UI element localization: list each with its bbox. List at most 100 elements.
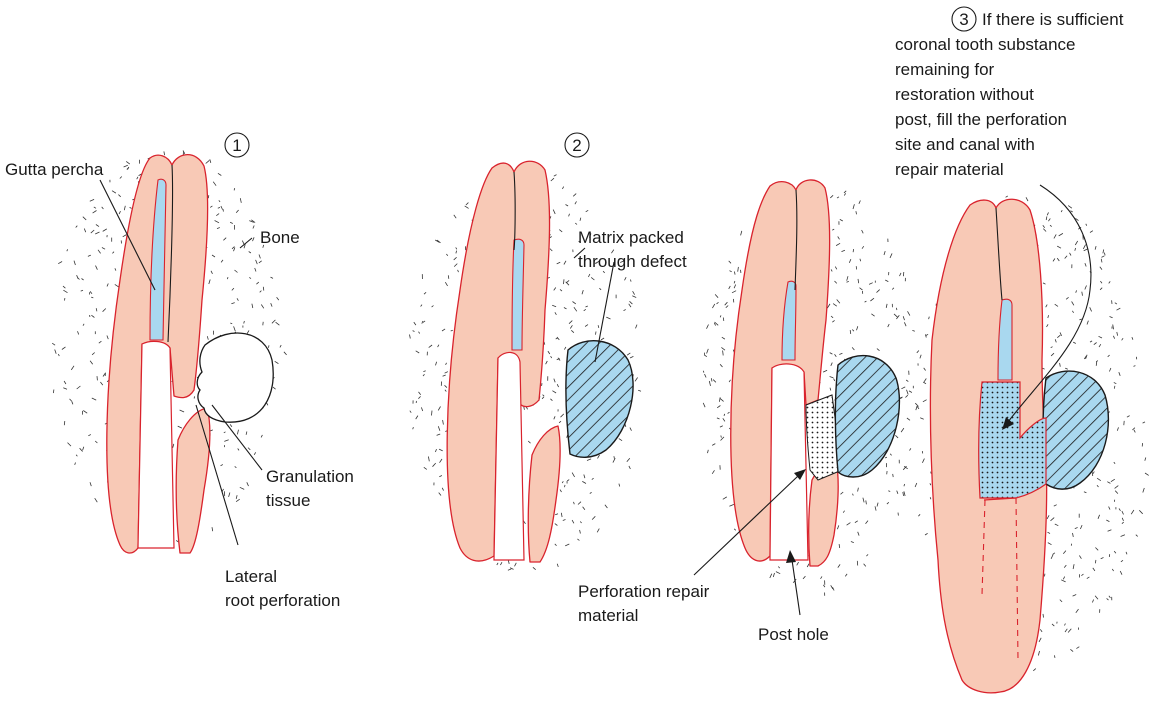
bone-stipple-mark	[729, 504, 734, 506]
bone-stipple-mark	[836, 243, 840, 245]
bone-stipple-mark	[419, 332, 420, 334]
bone-stipple-mark	[1055, 339, 1056, 342]
bone-stipple-mark	[446, 363, 447, 365]
bone-stipple-mark	[925, 334, 926, 337]
bone-stipple-mark	[271, 277, 274, 278]
bone-stipple-mark	[1110, 317, 1113, 318]
bone-stipple-mark	[858, 532, 859, 536]
bone-stipple-mark	[566, 280, 569, 282]
bone-stipple-mark	[180, 410, 185, 412]
bone-stipple-mark	[887, 502, 889, 504]
bone-stipple-mark	[1040, 629, 1042, 632]
bone-stipple-mark	[835, 267, 837, 270]
bone-stipple-mark	[559, 230, 562, 232]
bone-stipple-mark	[445, 372, 448, 374]
bone-stipple-mark	[1073, 564, 1074, 569]
bone-stipple-mark	[598, 325, 599, 328]
bone-stipple-mark	[897, 491, 898, 494]
bone-stipple-mark	[838, 237, 840, 240]
bone-stipple-mark	[866, 554, 868, 556]
bone-stipple-mark	[424, 467, 427, 469]
bone-stipple-mark	[217, 228, 220, 229]
bone-stipple-mark	[837, 197, 839, 198]
bone-stipple-mark	[458, 270, 459, 272]
bone-stipple-mark	[904, 484, 905, 486]
bone-stipple-mark	[276, 322, 280, 325]
bone-stipple-mark	[246, 432, 247, 435]
bone-stipple-mark	[64, 421, 65, 425]
bone-stipple-mark	[84, 229, 85, 233]
bone-stipple-mark	[55, 350, 57, 354]
bone-stipple-mark	[730, 271, 732, 272]
bone-stipple-mark	[1109, 281, 1111, 283]
bone-stipple-mark	[564, 347, 566, 350]
bone-stipple-mark	[260, 291, 262, 293]
bone-stipple-mark	[1086, 224, 1087, 226]
bone-stipple-mark	[62, 347, 66, 350]
bone-stipple-mark	[557, 564, 558, 567]
bone-stipple-mark	[570, 325, 572, 328]
bone-stipple-mark	[436, 362, 437, 366]
bone-stipple-mark	[900, 273, 902, 276]
bone-stipple-mark	[439, 476, 442, 477]
bone-stipple-mark	[569, 214, 570, 217]
bone-stipple-mark	[1047, 212, 1048, 215]
bone-stipple-mark	[438, 345, 439, 347]
bone-stipple-mark	[1006, 196, 1008, 197]
bone-stipple-mark	[115, 268, 116, 270]
bone-stipple-mark	[234, 248, 235, 252]
bone-stipple-mark	[120, 177, 122, 179]
bone-stipple-mark	[90, 199, 94, 201]
bone-stipple-mark	[93, 211, 97, 214]
bone-stipple-mark	[178, 426, 182, 428]
bone-stipple-mark	[248, 448, 250, 450]
bone-stipple-mark	[95, 232, 99, 234]
bone-stipple-mark	[123, 235, 127, 237]
bone-stipple-mark	[454, 257, 457, 260]
bone-stipple-mark	[218, 173, 221, 175]
bone-stipple-mark	[1113, 325, 1114, 330]
bone-stipple-mark	[925, 533, 928, 535]
bone-stipple-mark	[741, 231, 742, 236]
bone-stipple-mark	[206, 160, 210, 163]
bone-stipple-mark	[1033, 669, 1036, 671]
bone-stipple-mark	[1117, 308, 1121, 310]
bone-stipple-mark	[1054, 505, 1057, 506]
bone-stipple-mark	[853, 249, 854, 252]
bone-stipple-mark	[261, 305, 264, 309]
bone-stipple-mark	[563, 520, 566, 521]
bone-stipple-mark	[721, 347, 725, 350]
bone-stipple-mark	[1114, 383, 1117, 384]
bone-stipple-mark	[418, 396, 420, 398]
bone-stipple-mark	[439, 449, 443, 451]
bone-stipple-mark	[855, 521, 858, 523]
bone-stipple-mark	[734, 285, 736, 289]
bone-stipple-mark	[569, 321, 572, 324]
bone-stipple-mark	[565, 485, 566, 487]
bone-stipple-mark	[446, 254, 447, 256]
bone-stipple-mark	[723, 351, 724, 356]
bone-stipple-mark	[432, 306, 434, 308]
bone-stipple-mark	[112, 191, 116, 193]
bone-stipple-mark	[870, 298, 874, 301]
bone-stipple-mark	[238, 449, 239, 451]
bone-stipple-mark	[435, 449, 436, 452]
bone-stipple-mark	[776, 572, 780, 574]
bone-stipple-mark	[548, 351, 550, 354]
bone-stipple-mark	[237, 298, 238, 300]
bone-stipple-mark	[875, 506, 876, 510]
bone-stipple-mark	[1085, 286, 1087, 290]
bone-stipple-mark	[413, 331, 415, 332]
label-lateral-1: Lateral	[225, 567, 277, 586]
bone-stipple-mark	[232, 288, 234, 290]
bone-stipple-mark	[1072, 311, 1073, 313]
bone-stipple-mark	[130, 207, 132, 208]
bone-stipple-mark	[1051, 555, 1053, 559]
bone-stipple-mark	[83, 411, 87, 414]
bone-stipple-mark	[423, 321, 425, 323]
bone-stipple-mark	[1026, 197, 1028, 201]
bone-stipple-mark	[613, 458, 615, 462]
bone-stipple-mark	[1060, 600, 1062, 602]
bone-stipple-mark	[711, 378, 712, 381]
bone-stipple-mark	[582, 481, 586, 483]
